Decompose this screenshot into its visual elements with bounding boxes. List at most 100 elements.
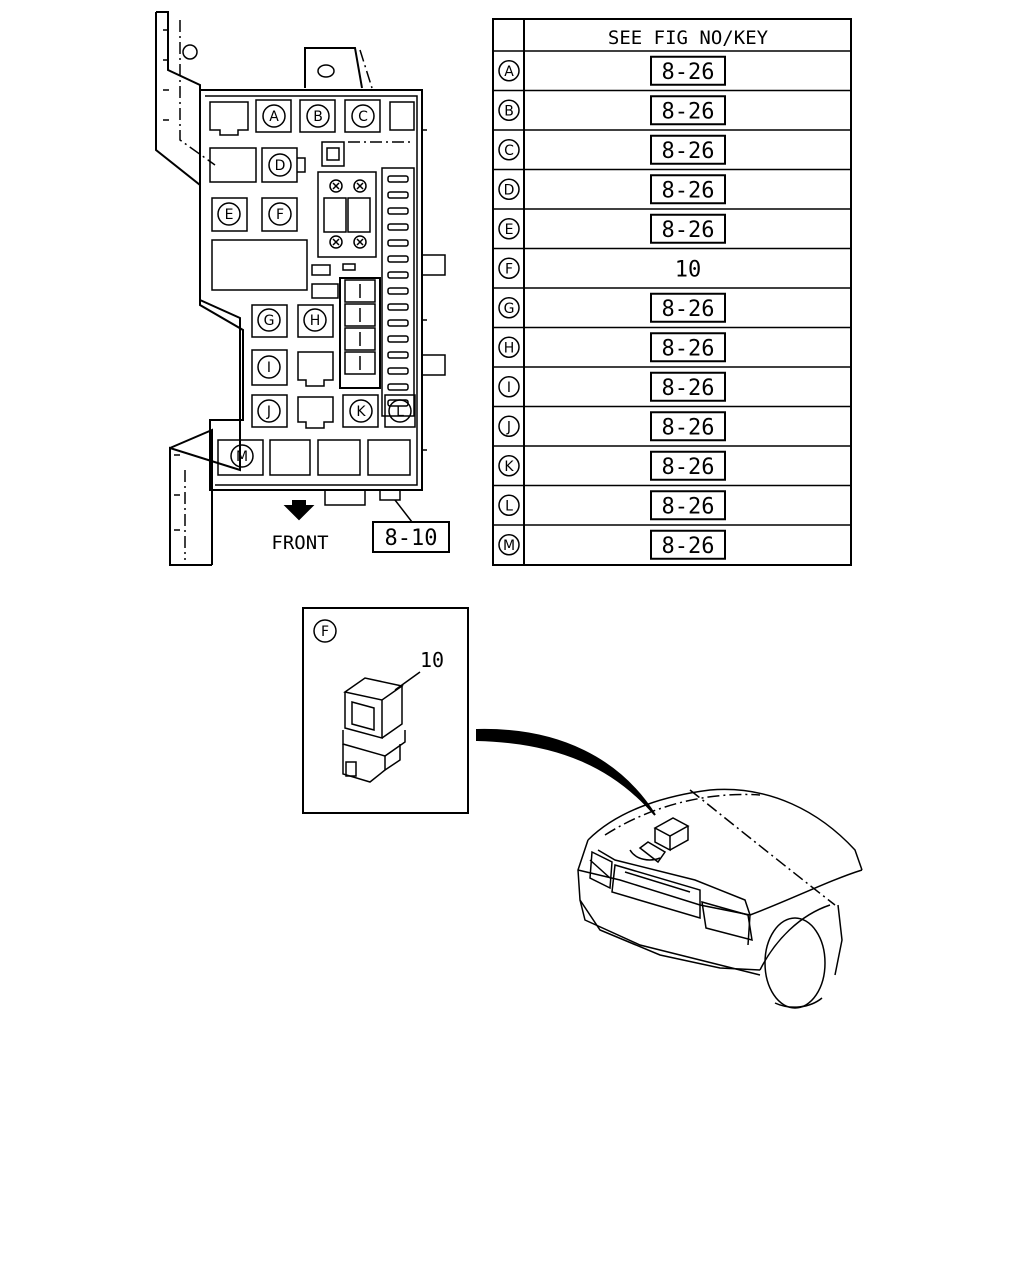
row-ref: 8-26 [662,99,715,124]
ref-box [650,332,726,363]
slot-label-k: K [349,399,373,423]
ref-box [650,174,726,205]
table-row: G 8-26 [493,292,851,329]
slot-label-f: F [268,202,292,226]
table-row: A 8-26 [493,55,851,92]
part-number-label: 10 [420,648,444,672]
vehicle-illustration [476,728,863,1009]
row-ref: 8-26 [662,336,715,361]
svg-text:I: I [267,360,271,376]
ref-box [650,55,726,86]
ref-box [650,411,726,442]
table-row: L 8-26 [493,490,851,526]
row-ref: 8-26 [662,415,715,440]
ref-box [650,450,726,481]
relay-icon [342,677,406,783]
detail-key-label: F [313,619,337,643]
svg-text:J: J [266,404,271,420]
slot-label-b: B [306,104,330,128]
row-ref: 8-26 [662,534,715,559]
key-circle-icon [498,60,520,82]
fuse-relay-box: A B C D E F G H I J K L M FRONT 8-10 [155,11,450,566]
row-ref: 8-26 [662,376,715,401]
table-row: B 8-26 [493,95,851,131]
ref-label-8-10: 8-10 [385,526,438,551]
key-circle-icon [498,99,520,121]
row-key: B [504,103,514,119]
row-ref: 8-26 [662,455,715,480]
ref-box [650,529,726,560]
table-header: SEE FIG NO/KEY [608,27,769,49]
slot-label-d: D [268,153,292,177]
svg-text:E: E [225,207,234,223]
svg-text:G: G [264,313,275,329]
row-ref: 10 [675,257,702,282]
row-ref: 8-26 [662,297,715,322]
slot-label-j: J [257,399,281,423]
slot-label-m: M [230,444,254,468]
row-key: M [503,538,515,554]
row-key: L [505,498,513,514]
row-key: E [505,222,514,238]
pointer-arrow [476,728,656,816]
ref-box [650,95,726,126]
row-key: F [505,261,513,277]
slot-label-h: H [303,308,327,332]
row-key: J [506,419,511,435]
row-ref: 8-26 [662,60,715,85]
svg-text:A: A [269,109,279,125]
table-row: F 10 [493,257,851,289]
table-row: C 8-26 [493,134,851,171]
key-circle-icon [498,534,520,556]
table-row: E 8-26 [493,213,851,250]
front-arrow-icon [283,505,315,521]
svg-text:H: H [310,313,321,329]
svg-text:F: F [276,207,284,223]
key-circle-icon [498,218,520,240]
fuse-column [387,175,409,407]
key-circle-icon [498,494,520,516]
table-row: M 8-26 [498,529,726,560]
ref-box [650,490,726,521]
svg-text:D: D [275,158,286,174]
key-circle-icon [498,257,520,279]
key-circle-icon [498,415,520,437]
slot-label-c: C [351,104,375,128]
svg-text:M: M [236,449,248,465]
slot-label-l: L [388,399,412,423]
key-circle-icon [498,178,520,200]
row-key: G [504,301,515,317]
ref-box-8-10 [372,521,450,553]
reference-table: SEE FIG NO/KEY [492,18,852,566]
table-row: H 8-26 [493,332,851,368]
ref-box [650,292,726,323]
key-circle-icon [498,376,520,398]
ref-box [650,213,726,244]
row-ref: 8-26 [662,494,715,519]
key-circle-icon [498,297,520,319]
slot-label-a: A [262,104,286,128]
svg-text:F: F [321,624,329,640]
key-circle-icon [498,139,520,161]
row-key: C [504,143,514,159]
slot-label-g: G [257,308,281,332]
table-row: J 8-26 [493,411,851,447]
key-circle-icon [498,336,520,358]
svg-text:L: L [396,404,404,420]
slot-label-i: I [257,355,281,379]
row-ref: 8-26 [662,218,715,243]
front-label: FRONT [271,532,328,554]
row-key: A [504,64,514,80]
svg-text:K: K [356,404,366,420]
row-ref: 8-26 [662,139,715,164]
svg-text:C: C [358,109,368,125]
key-circle-icon [498,455,520,477]
ref-box [650,134,726,165]
svg-text:B: B [313,109,323,125]
row-key: H [504,340,515,356]
